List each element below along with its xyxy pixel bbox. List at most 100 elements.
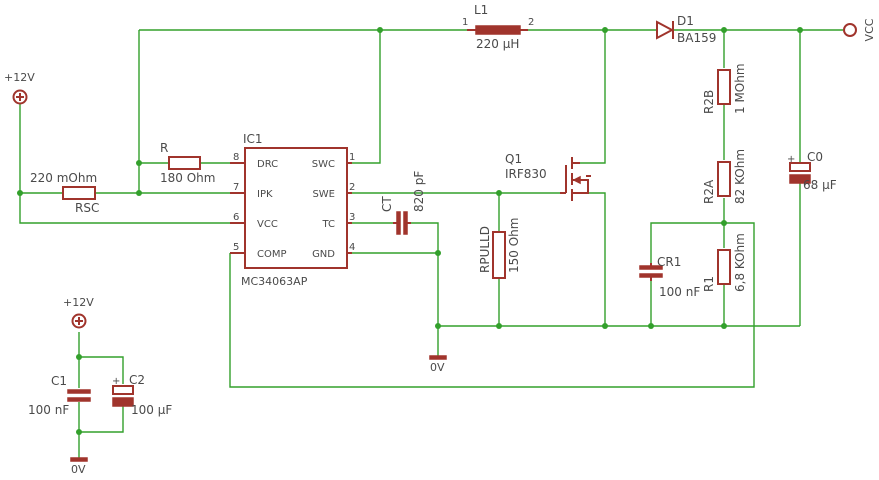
vcc-circle (843, 23, 857, 37)
ic1-pin-name: DRC (257, 159, 278, 170)
ic1-pin-num: 3 (349, 212, 355, 223)
resistor-value: 220 mOhm (30, 171, 97, 185)
ground-label: 0V (71, 463, 86, 476)
wire-swc (352, 30, 381, 164)
supply-12v-main: +12V (4, 71, 35, 105)
wire-comp-loop (229, 222, 755, 388)
resistor-body (717, 69, 731, 105)
supply-plus-icon (75, 317, 83, 325)
resistor-body (62, 186, 96, 200)
ground-label: 0V (430, 361, 445, 374)
resistor-value: 6,8 KOhm (733, 233, 747, 292)
resistor-name: R2A (702, 179, 716, 204)
inductor-pin2: 2 (528, 17, 534, 28)
resistor-name: R1 (702, 276, 716, 292)
ic1-left-pin-stubs (230, 162, 245, 254)
ic1-name: IC1 (243, 132, 263, 146)
capacitor-c0: + C0 68 µF (787, 150, 837, 192)
inductor-pin1: 1 (462, 17, 468, 28)
junction (648, 323, 654, 329)
cap-plate-top (67, 389, 91, 394)
ic1-pin-name: VCC (257, 219, 278, 230)
junction (721, 220, 727, 226)
wire-gnd-pin (352, 252, 439, 356)
junction (136, 160, 142, 166)
capacitor-c2: + C2 100 µF (112, 373, 172, 417)
ic1-pin-num: 5 (233, 242, 239, 253)
cap-plate-top (789, 162, 811, 172)
junction (76, 354, 82, 360)
resistor-name: R (160, 141, 168, 155)
resistor-body (717, 161, 731, 197)
cap-plate-bottom (112, 397, 134, 407)
resistor-body (492, 231, 506, 279)
diode-d1: D1 BA159 (656, 14, 716, 45)
resistor-r2b: R2B 1 MOhm (702, 63, 747, 114)
cap-plate-bottom (789, 174, 811, 184)
inductor-name: L1 (474, 3, 488, 17)
ic1-pin-num: 7 (233, 182, 239, 193)
supply-circle (12, 89, 28, 105)
supply-circle (71, 313, 87, 329)
ic1: IC1 MC34063AP 8 7 6 5 1 2 3 4 DRC IPK VC… (230, 132, 355, 288)
cap-plate-top (112, 385, 134, 395)
resistor-body (168, 156, 201, 170)
cap-plate-bottom (67, 397, 91, 402)
resistor-value: 1 MOhm (733, 63, 747, 114)
inductor-value: 220 µH (476, 37, 519, 51)
cap-plus-icon: + (787, 154, 795, 165)
ground-bottom: 0V (70, 457, 88, 476)
resistor-body (717, 249, 731, 285)
supply-label: +12V (4, 71, 35, 84)
ic1-pin-num: 1 (349, 152, 355, 163)
resistor-value: 150 Ohm (507, 218, 521, 273)
junction (377, 27, 383, 33)
diode-name: D1 (677, 14, 694, 28)
wire-drain (580, 30, 606, 164)
resistor-rpulld: RPULLD 150 Ohm (478, 218, 521, 279)
capacitor-cr1: CR1 100 nF (639, 255, 700, 299)
supply-label: +12V (63, 296, 94, 309)
cap-value: 68 µF (803, 178, 837, 192)
junction (496, 323, 502, 329)
resistor-value: 82 KOhm (733, 149, 747, 204)
cap-value: 100 nF (659, 285, 700, 299)
cap-name: C2 (129, 373, 145, 387)
wire-c-bot (79, 406, 124, 433)
junction (76, 429, 82, 435)
ic1-pin-num: 2 (349, 182, 355, 193)
ic1-right-pin-stubs (347, 162, 352, 254)
junction (602, 323, 608, 329)
junction (435, 323, 441, 329)
junctions (17, 27, 803, 435)
junction (721, 323, 727, 329)
ic1-pin-name: COMP (257, 249, 287, 260)
cap-name: C0 (807, 150, 823, 164)
cap-plus-icon: + (112, 376, 120, 387)
cap-value: 100 µF (131, 403, 172, 417)
ic1-pin-name: IPK (257, 189, 273, 200)
resistor-value: 180 Ohm (160, 171, 215, 185)
junction (602, 27, 608, 33)
ic1-pin-num: 4 (349, 242, 355, 253)
mosfet-name: Q1 (505, 152, 522, 166)
ground-main: 0V (429, 355, 447, 374)
cap-name: CR1 (657, 255, 681, 269)
capacitor-ct: CT 820 pF (380, 171, 426, 235)
ic1-pin-num: 6 (233, 212, 239, 223)
inductor-l1: L1 220 µH 1 2 (462, 3, 534, 51)
junction (797, 27, 803, 33)
resistor-name: RSC (75, 201, 99, 215)
ic1-pin-name: SWC (312, 159, 335, 170)
wire-source (580, 192, 606, 326)
junction (721, 27, 727, 33)
diode-value: BA159 (677, 31, 716, 45)
diode-triangle (656, 20, 675, 40)
mosfet-q1: Q1 IRF830 (505, 152, 591, 201)
supply-12v-bottom: +12V (63, 296, 94, 329)
resistor-rsc: 220 mOhm RSC (30, 171, 99, 215)
ic1-body (244, 147, 348, 269)
cap-name: CT (380, 196, 394, 212)
mosfet-arrow-icon (572, 175, 581, 185)
